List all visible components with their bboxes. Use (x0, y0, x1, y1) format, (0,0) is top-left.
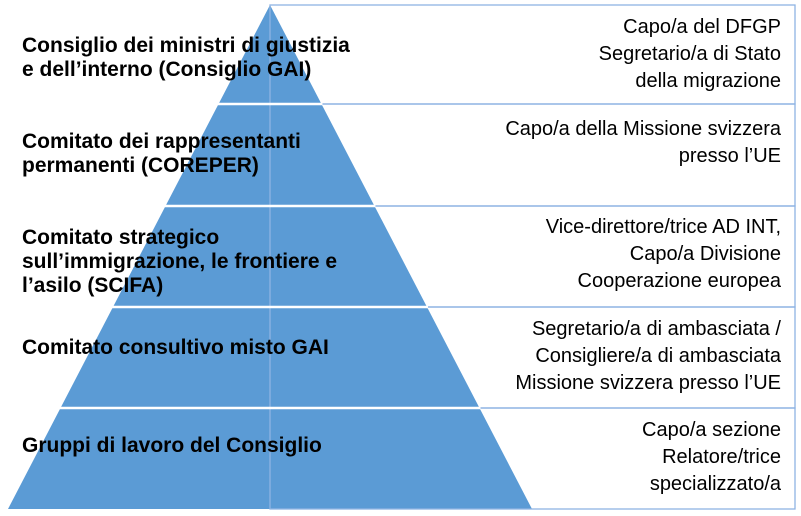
level-role-line: Relatore/trice (662, 446, 781, 468)
level-label-4: Comitato consultivo misto GAI (22, 336, 422, 360)
level-role-4: Segretario/a di ambasciata / Consigliere/… (451, 316, 781, 397)
level-label-line: Comitato dei rappresentanti (22, 130, 301, 153)
level-role-line: Consigliere/a di ambasciata (535, 345, 781, 367)
role-box-5 (269, 407, 796, 510)
level-role-line: Capo/a Divisione (629, 243, 781, 265)
level-role-2: Capo/a della Missione svizzera presso l’U… (451, 116, 781, 170)
level-label-line: l’asilo (SCIFA) (22, 274, 164, 297)
level-role-line: Capo/a sezione (642, 419, 781, 441)
level-label-line: permanenti (COREPER) (22, 154, 259, 177)
level-role-1: Capo/a del DFGP Segretario/a di Stato dell… (451, 14, 781, 95)
level-role-3: Vice-direttore/trice AD INT, Capo/a Divis… (451, 214, 781, 295)
level-label-5: Gruppi di lavoro del Consiglio (22, 434, 422, 458)
level-role-line: Capo/a del DFGP (623, 16, 781, 38)
level-label-line: Comitato consultivo misto GAI (22, 336, 329, 359)
level-role-line: specializzato/a (649, 473, 781, 495)
level-role-line: Cooperazione europea (577, 270, 782, 292)
level-label-line: sull’immigrazione, le frontiere e (22, 250, 338, 273)
level-role-line: Missione svizzera presso l’UE (515, 372, 781, 394)
level-role-line: della migrazione (635, 70, 781, 92)
level-role-line: Segretario/a di ambasciata / (531, 318, 781, 340)
level-role-line: Capo/a della Missione svizzera (505, 118, 781, 140)
level-label-line: Gruppi di lavoro del Consiglio (22, 434, 322, 457)
level-role-line: presso l’UE (678, 145, 781, 167)
level-role-line: Vice-direttore/trice AD INT, (545, 216, 781, 238)
level-role-line: Segretario/a di Stato (598, 43, 781, 65)
level-label-line: Comitato strategico (22, 226, 220, 249)
level-label-line: Consiglio dei ministri di giustizia (22, 34, 350, 57)
level-label-line: e dell’interno (Consiglio GAI) (22, 58, 312, 81)
